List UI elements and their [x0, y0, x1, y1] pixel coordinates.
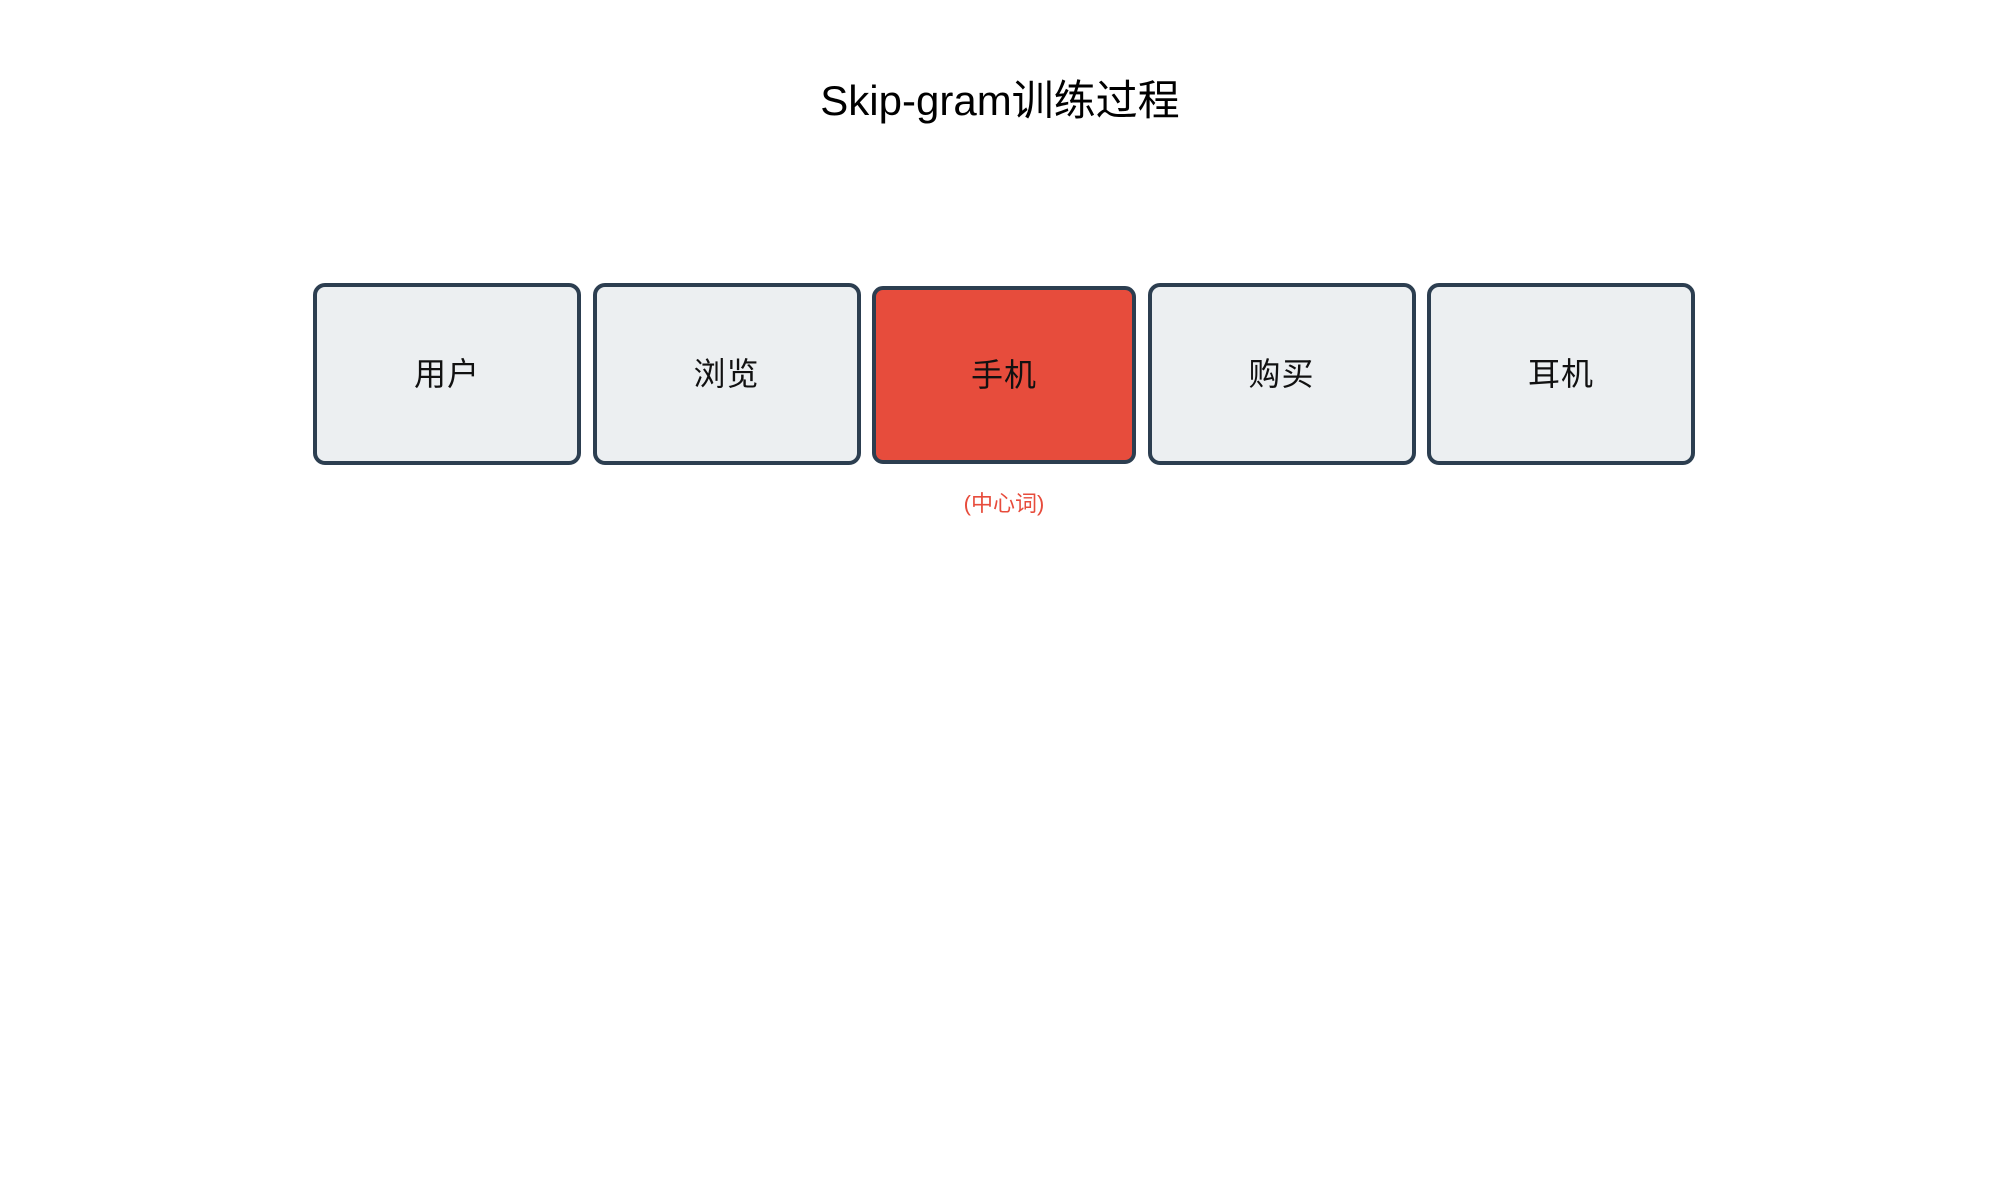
word-box-context-0[interactable]: 用户: [313, 283, 581, 465]
word-label: 用户: [413, 356, 480, 392]
word-box-context-1[interactable]: 浏览: [592, 283, 861, 465]
page-title: Skip-gram训练过程: [820, 77, 1180, 124]
word-label: 耳机: [1527, 356, 1594, 392]
word-sequence: 用户 浏览 手机 购买 耳机: [313, 283, 1695, 473]
word-label: 浏览: [693, 356, 760, 392]
word-box-context-4[interactable]: 耳机: [1427, 283, 1695, 465]
word-box-context-3[interactable]: 购买: [1147, 283, 1416, 465]
center-word-caption: (中心词): [963, 491, 1045, 516]
word-box-center[interactable]: 手机: [872, 286, 1136, 464]
word-label: 手机: [970, 357, 1037, 393]
word-label: 购买: [1248, 356, 1315, 392]
